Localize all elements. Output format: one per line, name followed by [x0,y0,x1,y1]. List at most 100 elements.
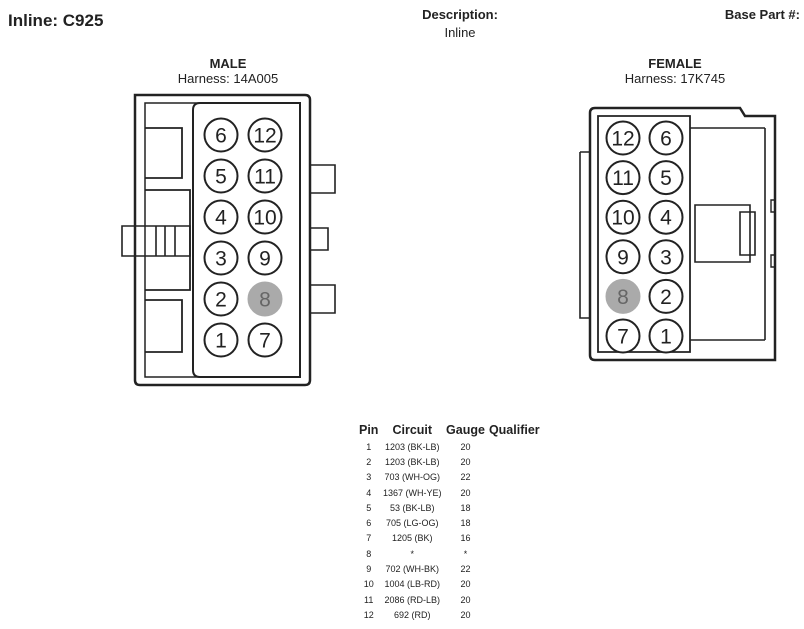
female-pin-6-label: 6 [660,128,672,151]
qualifier-cell [489,561,544,576]
female-right-tabs [770,199,775,268]
gauge-column-header: Gauge [446,423,485,437]
table-header-row: Pin Circuit Gauge Qualifier [355,421,544,439]
qualifier-cell [489,546,544,561]
male-center-latch [145,189,191,291]
pin-cell: 7 [366,533,372,544]
female-pin-8-circle [605,278,641,314]
female-pin-4-label: 4 [660,207,672,230]
male-harness: Harness: 14A005 [177,71,279,86]
circuit-cell: 2086 (RD-LB) [384,594,441,605]
male-pin-12-circle [247,117,283,153]
description-value: Inline [444,25,476,40]
male-pin-12-label: 12 [253,125,276,148]
female-pin-5-label: 5 [660,167,672,190]
table-row: 11 2086 (RD-LB) 20 [355,592,544,607]
female-side-rail [579,151,590,319]
gauge-cell: 20 [460,441,471,452]
pin-cell: 2 [366,456,372,467]
female-pin-8-label: 8 [617,286,629,309]
male-pin-3-label: 3 [215,248,227,271]
gauge-cell: 20 [460,609,471,620]
male-pin-6-label: 6 [215,125,227,148]
female-connector-header: FEMALE Harness: 17K745 [575,56,775,86]
gauge-cell: 22 [460,564,471,575]
female-pin-2-label: 2 [660,286,672,309]
gauge-cell: 20 [460,487,471,498]
male-connector-header: MALE Harness: 14A005 [128,56,328,86]
pin-cell: 8 [366,548,372,559]
qualifier-cell [489,500,544,515]
male-pin-7-label: 7 [259,330,271,353]
gauge-cell: 16 [460,533,471,544]
qualifier-cell [489,454,544,469]
female-connector [579,106,777,362]
male-pin-2-label: 2 [215,289,227,312]
circuit-cell: 1367 (WH-YE) [382,487,442,498]
circuit-cell: 703 (WH-OG) [384,472,440,483]
circuit-cell: * [410,548,414,559]
circuit-cell: 1203 (BK-LB) [384,456,440,467]
female-label: FEMALE [648,56,702,71]
male-pin-1-label: 1 [215,330,227,353]
male-housing-outline [133,93,312,387]
female-pin-9-label: 9 [617,246,629,269]
pin-column-header: Pin [359,423,379,437]
male-right-tab-bottom [310,284,336,314]
pin-cell: 9 [366,564,372,575]
male-pin-cavity [192,102,301,378]
female-latch-block [694,204,756,263]
female-pin-5-circle [648,160,684,196]
description-label: Description: [422,7,498,22]
circuit-cell: 1203 (BK-LB) [384,441,440,452]
female-pin-4-circle [648,199,684,235]
gauge-cell: 18 [460,502,471,513]
male-pin-8-label: 8 [259,289,271,312]
male-pin-11-circle [247,158,283,194]
pin-cell: 11 [364,594,374,605]
male-left-tab [121,225,191,257]
female-pin-10-label: 10 [611,207,634,230]
male-pin-5-circle [203,158,239,194]
female-pin-11-label: 11 [612,167,634,190]
circuit-cell: 692 (RD) [393,609,431,620]
qualifier-cell [489,577,544,592]
qualifier-cell [489,607,544,622]
female-inner-outline [597,115,691,353]
female-pin-12-circle [605,120,641,156]
pin-cell: 6 [366,518,372,529]
male-pin-10-circle [247,199,283,235]
gauge-cell: 20 [460,579,471,590]
male-latch-channel [145,127,183,353]
female-pin-10-circle [605,199,641,235]
male-pin-9-label: 9 [259,248,271,271]
circuit-column-header: Circuit [392,423,433,437]
qualifier-cell [489,470,544,485]
gauge-cell: 20 [460,594,471,605]
male-label: MALE [209,56,247,71]
male-pin-4-label: 4 [215,207,227,230]
male-pin-2-circle [203,281,239,317]
male-pin-10-label: 10 [253,207,276,230]
table-row: 8** [355,546,544,561]
male-pin-5-label: 5 [215,166,227,189]
male-pin-7-circle [247,322,283,358]
gauge-cell: 22 [460,472,471,483]
circuit-cell: 1004 (LB-RD) [384,579,441,590]
male-right-tab-top [310,164,336,194]
female-housing-outline [588,106,777,362]
qualifier-cell [489,485,544,500]
base-part-label: Base Part #: [724,7,800,22]
male-pin-11-label: 11 [254,166,276,189]
table-row: 2 1203 (BK-LB) 20 [355,454,544,469]
gauge-cell: 20 [460,456,471,467]
circuit-cell: 53 (BK-LB) [389,502,435,513]
